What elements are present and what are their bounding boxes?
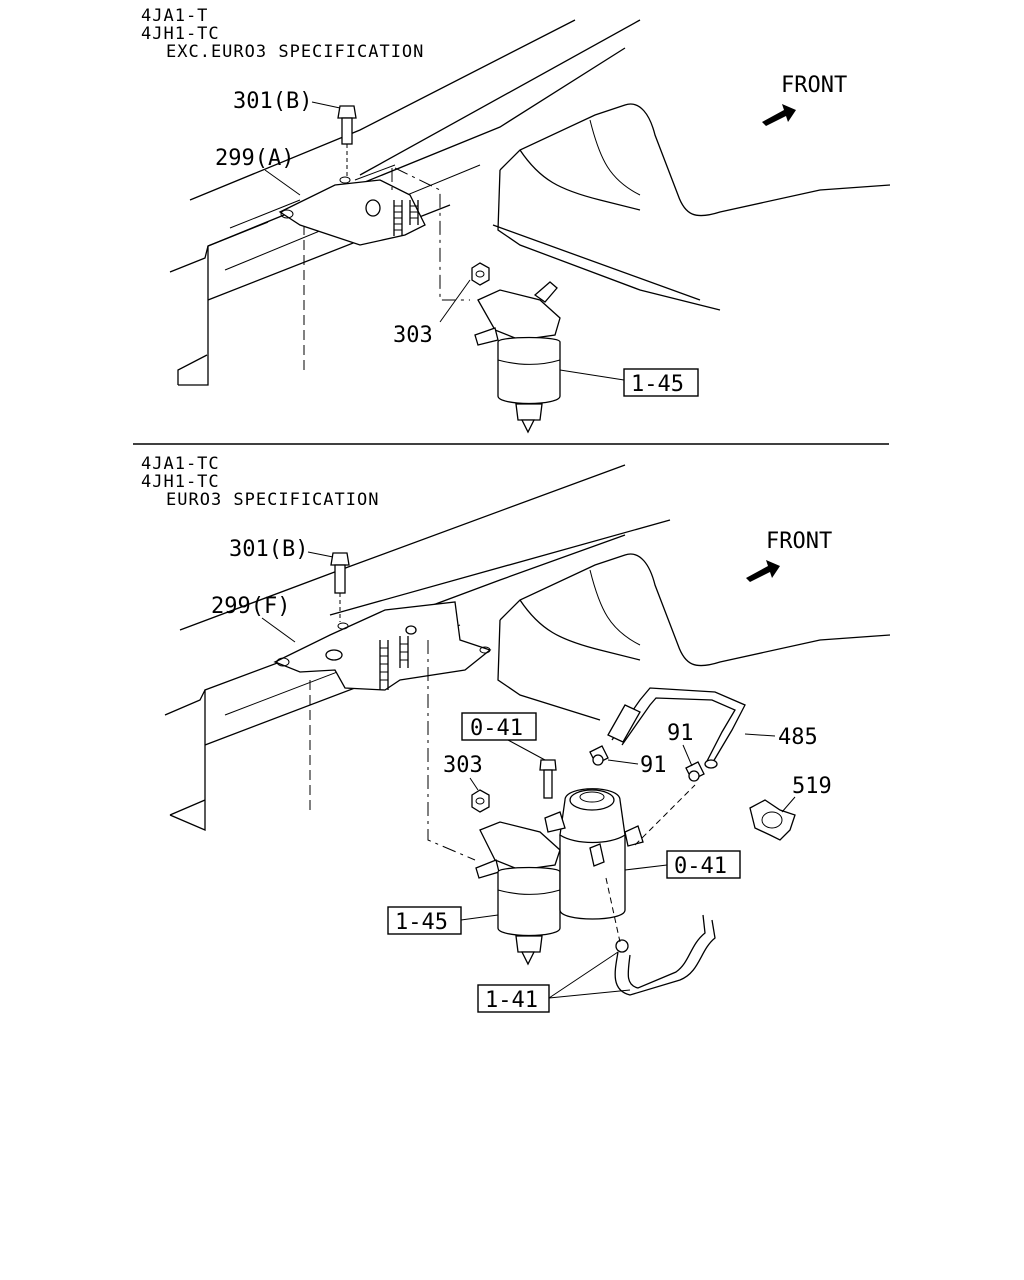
top-callout-bracket[interactable]: 299(A) (215, 146, 294, 171)
top-header-line-3: EXC.EURO3 SPECIFICATION (166, 42, 424, 62)
top-diagram: 4JA1-T 4JH1-TC EXC.EURO3 SPECIFICATION (141, 6, 891, 434)
top-frame-rail (169, 19, 641, 386)
top-fuel-tank (492, 103, 891, 311)
bottom-hose (607, 687, 746, 769)
bottom-sedimenter-side-callout-box[interactable] (666, 850, 741, 879)
bottom-nut (471, 789, 490, 813)
bottom-fuel-filter (475, 821, 561, 966)
bottom-assembly-line (427, 640, 476, 861)
top-fuel-filter (474, 281, 561, 434)
top-header-line-1: 4JA1-T (141, 6, 208, 26)
top-header-line-2: 4JH1-TC (141, 24, 220, 44)
top-bracket (278, 176, 426, 246)
bottom-clamp (749, 799, 796, 841)
bottom-front-label: FRONT (766, 529, 832, 554)
bottom-clips (589, 745, 705, 953)
bottom-small-bolt (539, 759, 557, 799)
top-nut (471, 262, 490, 286)
bottom-callout-nut[interactable]: 303 (443, 753, 483, 778)
bottom-bolt (330, 552, 350, 622)
bottom-callout-drain-hose: 1-41 (485, 988, 538, 1013)
top-assembly-line (391, 167, 470, 301)
top-front-arrow: FRONT (762, 73, 847, 126)
bottom-front-arrow: FRONT (746, 529, 832, 582)
top-callout-filter: 1-45 (631, 372, 684, 397)
bottom-sedimenter (544, 788, 644, 920)
top-callout-nut[interactable]: 303 (393, 323, 433, 348)
bottom-bracket (273, 601, 492, 691)
bottom-drain-hose-callout-box[interactable] (477, 984, 550, 1013)
bottom-diagram: 4JA1-TC 4JH1-TC EURO3 SPECIFICATION (141, 454, 891, 1013)
bottom-header-line-2: 4JH1-TC (141, 472, 220, 492)
bottom-header-line-3: EURO3 SPECIFICATION (166, 490, 379, 510)
front-arrow-icon (746, 560, 780, 582)
bottom-callout-hose[interactable]: 485 (778, 725, 818, 750)
bottom-callout-bracket[interactable]: 299(F) (211, 594, 290, 619)
bottom-fuel-tank (497, 553, 891, 721)
top-front-label: FRONT (781, 73, 847, 98)
bottom-callout-clip-b[interactable]: 91 (667, 721, 694, 746)
top-bolt (337, 105, 357, 178)
bottom-callout-sedimenter-top: 0-41 (470, 716, 523, 741)
bottom-callout-clamp[interactable]: 519 (792, 774, 832, 799)
bottom-header-line-1: 4JA1-TC (141, 454, 220, 474)
front-arrow-icon (762, 104, 796, 126)
bottom-callout-clip-a[interactable]: 91 (640, 753, 667, 778)
bottom-drain-hose (605, 784, 716, 996)
top-callout-bolt[interactable]: 301(B) (233, 89, 312, 114)
bottom-sedimenter-top-callout-box[interactable] (461, 712, 537, 741)
bottom-callout-filter: 1-45 (395, 910, 448, 935)
bottom-callout-sedimenter-side: 0-41 (674, 854, 727, 879)
bottom-filter-callout-box[interactable] (387, 906, 462, 935)
top-filter-callout-box[interactable] (623, 368, 699, 397)
bottom-callout-bolt[interactable]: 301(B) (229, 537, 308, 562)
